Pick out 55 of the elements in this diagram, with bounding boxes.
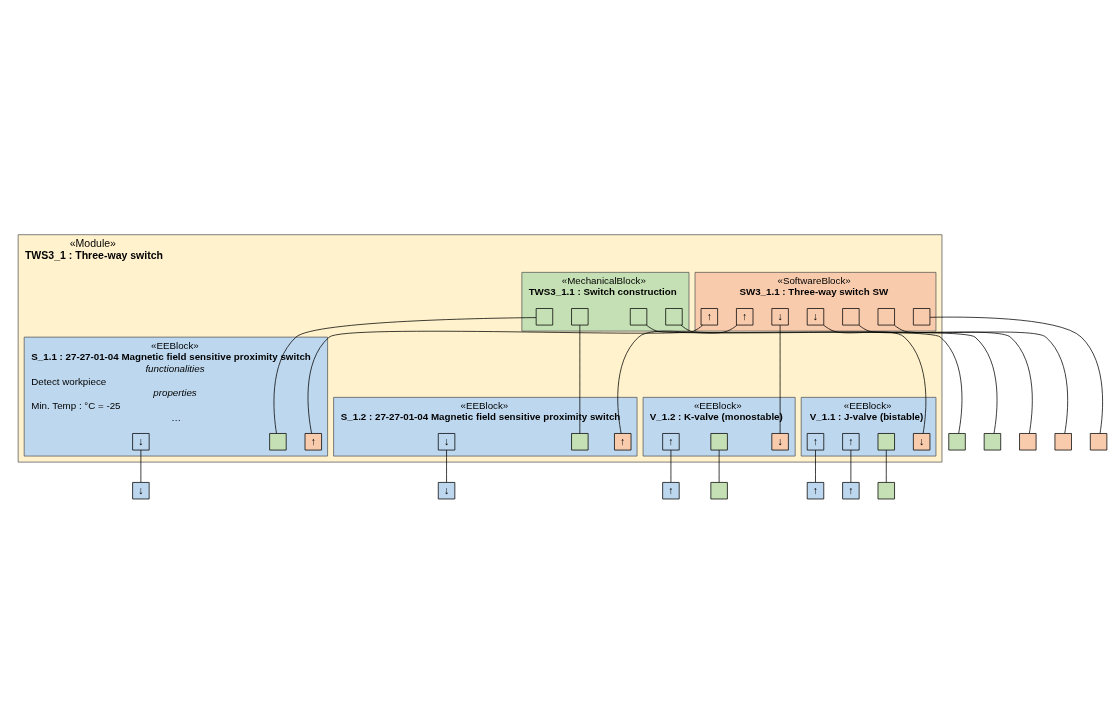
connector: [446, 449, 447, 483]
node-box: [913, 307, 931, 325]
connector: [140, 449, 142, 483]
connector: [646, 324, 963, 434]
connector: [718, 449, 720, 483]
connector: [850, 449, 852, 483]
connector: [858, 324, 1033, 434]
node-box: ↑: [806, 481, 825, 499]
node-box: ↓: [437, 481, 456, 499]
node-box: ↓: [771, 307, 789, 325]
node-box: ↓: [437, 432, 456, 450]
node-box: ↓: [913, 432, 931, 450]
node-box: ↑: [662, 432, 680, 450]
node-box: [629, 307, 648, 325]
connector: [779, 324, 781, 434]
cluster: «MechanicalBlock» TWS3_1.1 : Switch construction: [521, 271, 690, 331]
connector: [823, 324, 927, 434]
node-box: [842, 307, 860, 325]
node-box: ↑: [806, 432, 825, 450]
connector: [273, 316, 537, 434]
connector: [680, 324, 998, 434]
node-box: [571, 307, 589, 325]
connector: [307, 324, 703, 434]
node-box: ↑: [614, 432, 632, 450]
node-box: ↓: [132, 481, 150, 499]
node-box: ↑: [842, 481, 860, 499]
node-box: ↓: [771, 432, 789, 450]
connector: [579, 324, 581, 434]
node-box: ↑: [842, 432, 860, 450]
node-box: [665, 307, 683, 325]
node-box: [535, 307, 554, 325]
connector: [894, 324, 1069, 434]
node-box: [877, 307, 895, 325]
connector: [885, 449, 887, 483]
node-box: ↑: [662, 481, 680, 499]
node-box: [983, 432, 1002, 450]
node-box: [571, 432, 589, 450]
node-box: ↓: [132, 432, 150, 450]
connector: [929, 316, 1103, 434]
node-box: [710, 481, 728, 499]
node-box: [710, 432, 728, 450]
node-box: ↑: [700, 307, 718, 325]
node-box: ↓: [806, 307, 825, 325]
connector: [617, 324, 738, 434]
node-box: [1089, 432, 1108, 450]
node-box: [948, 432, 966, 450]
connector: [815, 449, 816, 483]
node-box: [1054, 432, 1072, 450]
node-box: [877, 481, 895, 499]
connector: [670, 449, 672, 483]
node-box: [1019, 432, 1037, 450]
node-box: [877, 432, 895, 450]
node-box: ↑: [736, 307, 754, 325]
node-box: ↑: [304, 432, 322, 450]
node-box: [269, 432, 287, 450]
